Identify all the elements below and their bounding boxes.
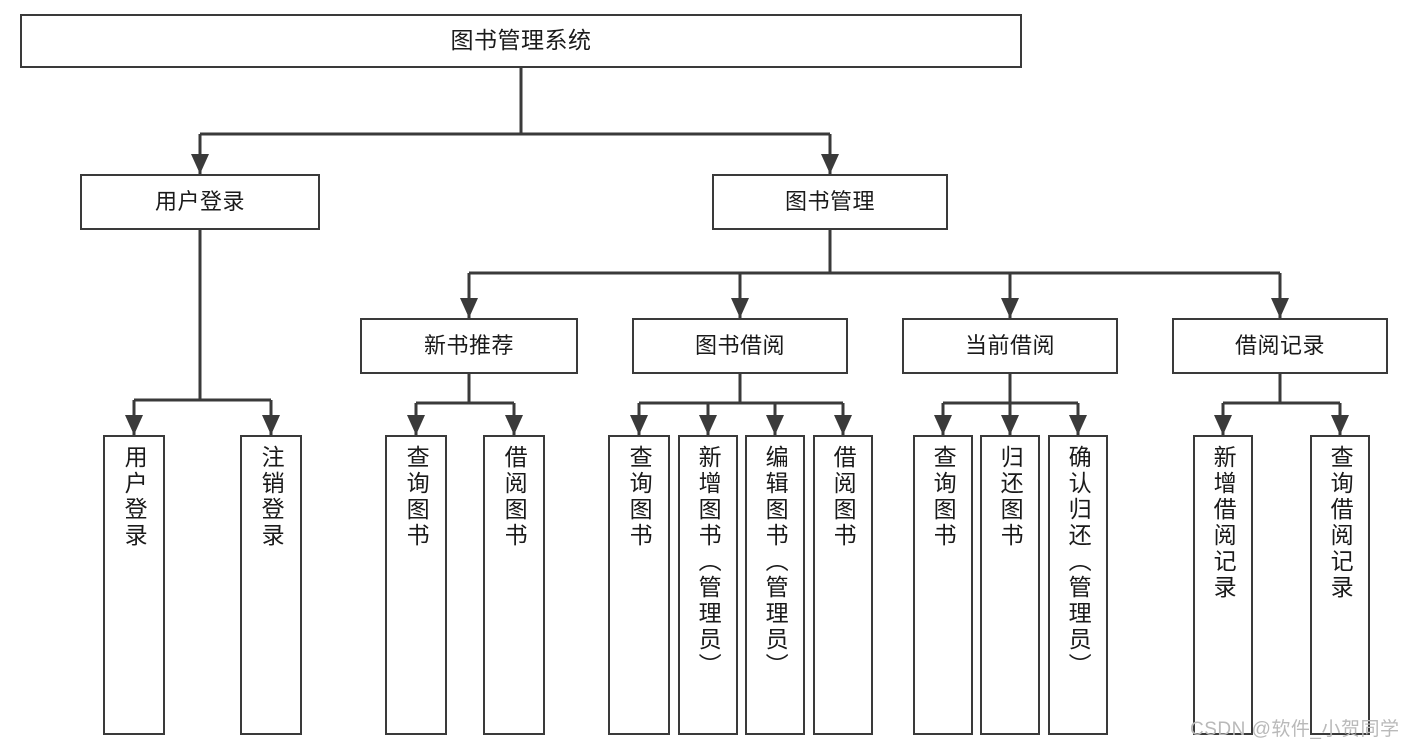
node-new-book-recommend[interactable]: 新书推荐: [360, 318, 578, 374]
leaf-edit-book[interactable]: 编辑图书（管理员）: [745, 435, 805, 735]
leaf-query-borrow-record[interactable]: 查询借阅记录: [1310, 435, 1370, 735]
leaf-borrow-book[interactable]: 借阅图书: [813, 435, 873, 735]
node-label: 新增图书（管理员）: [695, 445, 722, 679]
node-label: 图书管理系统: [450, 27, 592, 54]
node-label: 用户登录: [121, 445, 148, 549]
node-book-manage[interactable]: 图书管理: [712, 174, 948, 230]
node-label: 查询图书: [930, 445, 957, 549]
leaf-return-book[interactable]: 归还图书: [980, 435, 1040, 735]
node-label: 查询图书: [626, 445, 653, 549]
node-label: 图书借阅: [694, 333, 785, 359]
leaf-user-login[interactable]: 用户登录: [103, 435, 165, 735]
node-root[interactable]: 图书管理系统: [20, 14, 1022, 68]
node-label: 新增借阅记录: [1210, 445, 1237, 601]
node-label: 借阅记录: [1234, 333, 1325, 359]
leaf-confirm-return[interactable]: 确认归还（管理员）: [1048, 435, 1108, 735]
node-label: 查询借阅记录: [1327, 445, 1354, 601]
leaf-logout[interactable]: 注销登录: [240, 435, 302, 735]
node-borrow-record[interactable]: 借阅记录: [1172, 318, 1388, 374]
node-label: 图书管理: [784, 189, 875, 215]
leaf-add-book[interactable]: 新增图书（管理员）: [678, 435, 738, 735]
node-label: 查询图书: [403, 445, 430, 549]
leaf-query-book-current[interactable]: 查询图书: [913, 435, 973, 735]
node-label: 确认归还（管理员）: [1065, 445, 1092, 679]
leaf-borrow-book-recommend[interactable]: 借阅图书: [483, 435, 545, 735]
node-label: 编辑图书（管理员）: [762, 445, 789, 679]
node-label: 当前借阅: [964, 333, 1055, 359]
node-label: 归还图书: [997, 445, 1024, 549]
node-current-borrow[interactable]: 当前借阅: [902, 318, 1118, 374]
node-book-borrow[interactable]: 图书借阅: [632, 318, 848, 374]
node-user-login[interactable]: 用户登录: [80, 174, 320, 230]
node-label: 借阅图书: [830, 445, 857, 549]
node-label: 新书推荐: [423, 333, 514, 359]
leaf-query-book-recommend[interactable]: 查询图书: [385, 435, 447, 735]
node-label: 用户登录: [154, 189, 245, 215]
watermark-text: CSDN @软件_小贺同学: [1190, 719, 1400, 740]
leaf-add-borrow-record[interactable]: 新增借阅记录: [1193, 435, 1253, 735]
leaf-query-book-borrow[interactable]: 查询图书: [608, 435, 670, 735]
node-label: 注销登录: [258, 445, 285, 549]
node-label: 借阅图书: [501, 445, 528, 549]
